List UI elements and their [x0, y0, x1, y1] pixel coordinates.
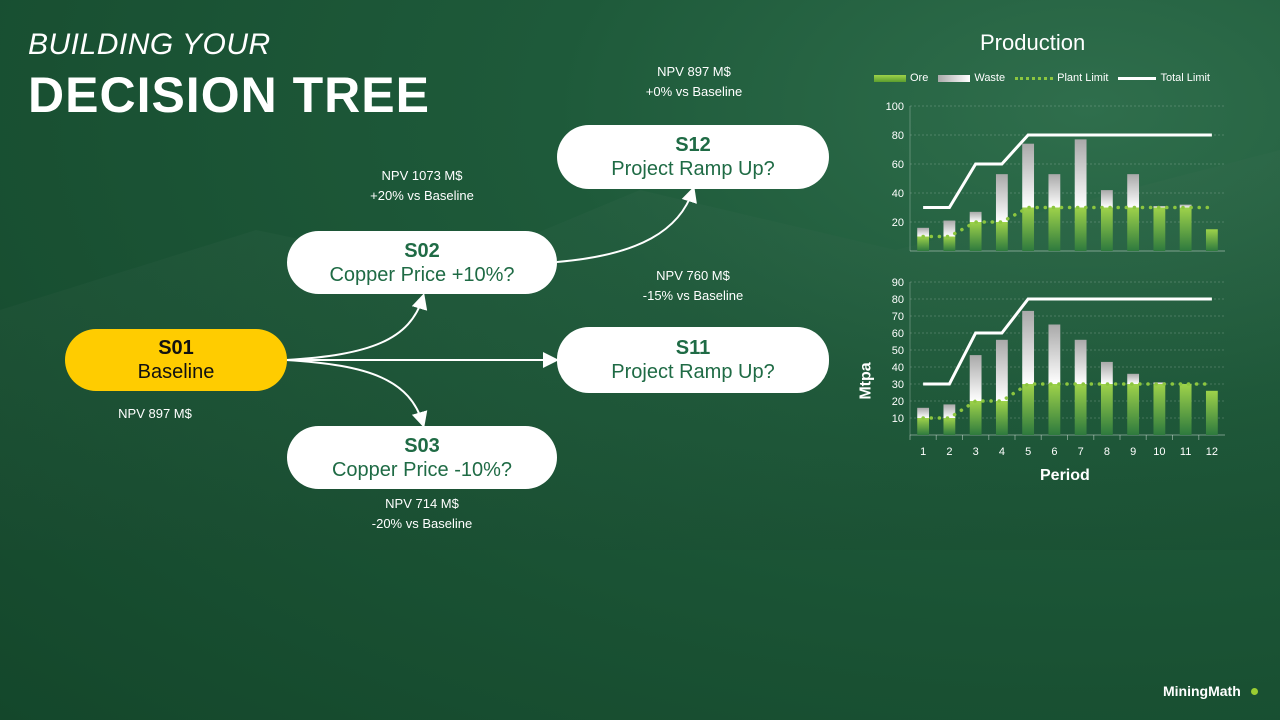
legend-plant-swatch — [1015, 76, 1054, 80]
s02-npv: NPV 1073 M$ — [381, 168, 463, 183]
chart-legend: Ore Waste Plant Limit Total Limit — [868, 72, 1210, 84]
node-s03[interactable]: S03 Copper Price -10%? — [287, 426, 557, 489]
s01-npv: NPV 897 M$ — [118, 406, 192, 421]
s03-metrics: NPV 714 M$ -20% vs Baseline — [342, 494, 502, 534]
legend-total-swatch — [1118, 76, 1157, 80]
s11-npv: NPV 760 M$ — [656, 268, 730, 283]
node-s11[interactable]: S11 Project Ramp Up? — [557, 327, 829, 393]
node-id: S12 — [675, 134, 711, 156]
y-axis-label: Mtpa — [857, 362, 875, 400]
node-s02[interactable]: S02 Copper Price +10%? — [287, 231, 557, 294]
node-id: S03 — [404, 434, 440, 457]
mining-math-logo: MiningMath — [1163, 683, 1258, 699]
legend-waste-swatch — [938, 74, 971, 82]
logo-text: MiningMath — [1163, 683, 1241, 699]
s03-delta: -20% vs Baseline — [371, 516, 473, 531]
s02-delta: +20% vs Baseline — [370, 188, 474, 203]
s12-metrics: NPV 897 M$ +0% vs Baseline — [614, 62, 774, 102]
x-axis-label: Period — [1040, 467, 1090, 484]
edge-s01-s03 — [285, 359, 428, 428]
title-line2: DECISION TREE — [28, 67, 430, 123]
edge-s02-s12 — [556, 186, 697, 263]
node-label: Baseline — [137, 361, 215, 383]
node-label: Project Ramp Up? — [611, 361, 775, 383]
s02-metrics: NPV 1073 M$ +20% vs Baseline — [342, 166, 502, 206]
s11-delta: -15% vs Baseline — [642, 288, 744, 303]
s12-npv: NPV 897 M$ — [657, 64, 731, 79]
node-id: S02 — [404, 239, 440, 262]
legend-total: Total Limit — [1160, 72, 1210, 84]
node-s01[interactable]: S01 Baseline — [65, 329, 287, 391]
s11-metrics: NPV 760 M$ -15% vs Baseline — [613, 266, 773, 306]
legend-ore-swatch — [874, 74, 906, 82]
legend-waste: Waste — [974, 72, 1006, 84]
edge-s01-s02 — [285, 293, 428, 361]
node-id: S11 — [675, 337, 711, 359]
legend-ore: Ore — [910, 72, 929, 84]
node-s12[interactable]: S12 Project Ramp Up? — [557, 125, 829, 189]
node-label: Copper Price +10%? — [329, 263, 515, 286]
title-line1: BUILDING YOUR — [28, 28, 271, 61]
s03-npv: NPV 714 M$ — [385, 496, 459, 511]
node-label: Project Ramp Up? — [611, 158, 775, 180]
chart-title: Production — [980, 30, 1086, 55]
node-id: S01 — [158, 337, 194, 359]
s12-delta: +0% vs Baseline — [645, 84, 743, 99]
legend-plant: Plant Limit — [1057, 72, 1109, 84]
logo-dot-icon — [1250, 687, 1258, 695]
node-label: Copper Price -10%? — [331, 458, 513, 481]
